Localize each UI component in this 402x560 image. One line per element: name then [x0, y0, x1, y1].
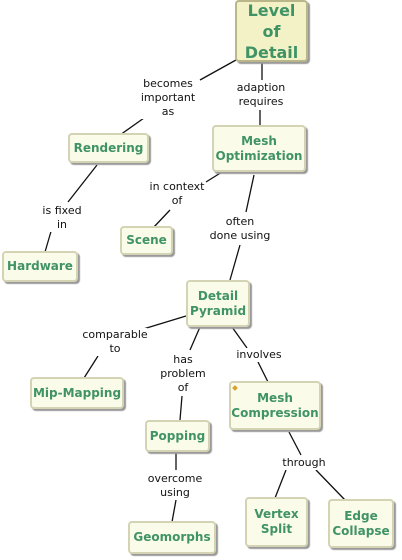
- link-often-done-using: often done using: [209, 215, 271, 243]
- link-has-problem-of: has problem of: [160, 353, 206, 395]
- node-vertex-split[interactable]: Vertex Split: [245, 497, 308, 547]
- node-geomorphs[interactable]: Geomorphs: [128, 521, 216, 554]
- node-detail-pyramid[interactable]: Detail Pyramid: [186, 280, 250, 327]
- node-rendering[interactable]: Rendering: [68, 133, 149, 163]
- node-level-of-detail[interactable]: Level of Detail: [235, 0, 308, 62]
- link-comparable-to: comparable to: [82, 328, 148, 356]
- link-involves: involves: [236, 348, 282, 362]
- node-scene[interactable]: Scene: [120, 226, 173, 255]
- node-popping[interactable]: Popping: [145, 420, 210, 452]
- link-is-fixed-in: is fixed in: [42, 204, 82, 232]
- link-becomes-important-as: becomes important as: [140, 77, 196, 119]
- node-hardware[interactable]: Hardware: [2, 251, 78, 282]
- node-mesh-optimization[interactable]: Mesh Optimization: [212, 125, 306, 172]
- link-through: through: [282, 456, 326, 470]
- link-adaption-requires: adaption requires: [236, 81, 286, 109]
- node-edge-collapse[interactable]: Edge Collapse: [328, 499, 394, 548]
- node-mesh-compression[interactable]: Mesh Compression: [229, 381, 321, 430]
- link-in-context-of: in context of: [149, 180, 205, 208]
- link-overcome-using: overcome using: [147, 472, 203, 500]
- node-mip-mapping[interactable]: Mip-Mapping: [30, 377, 124, 409]
